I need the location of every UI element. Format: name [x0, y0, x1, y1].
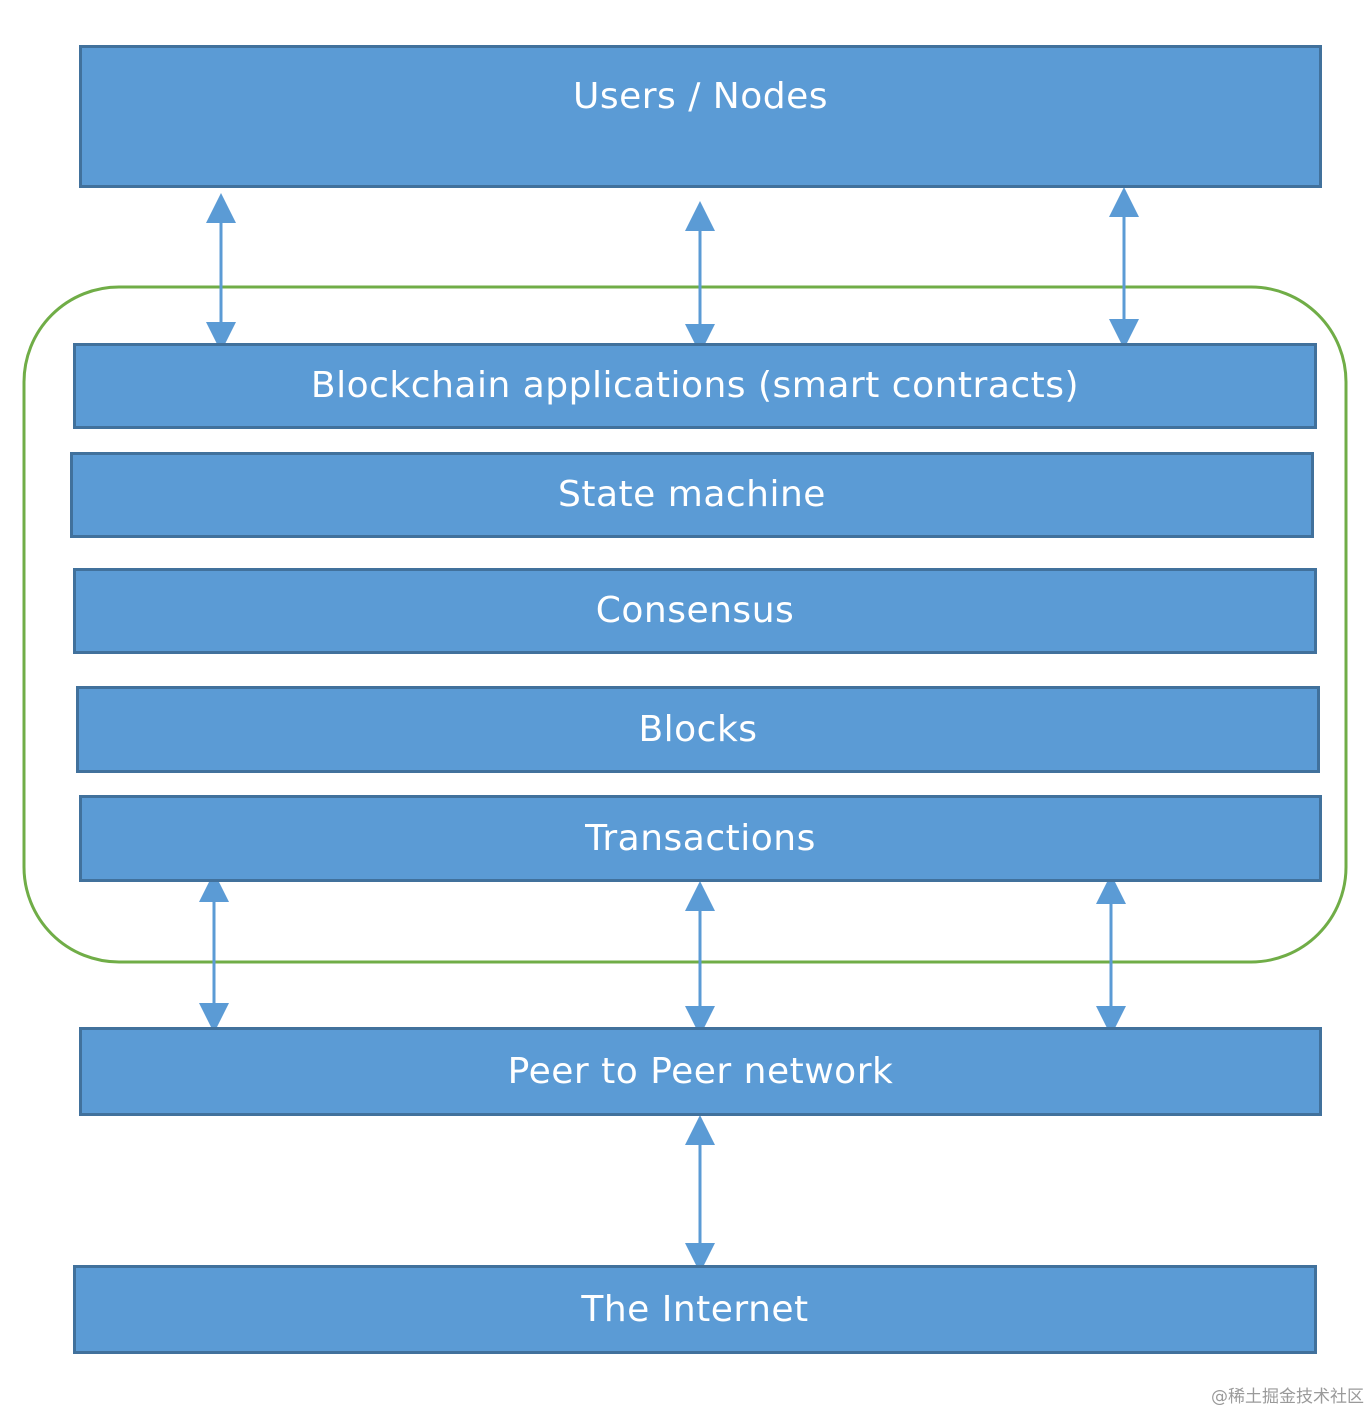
consensus-label: Consensus: [595, 590, 795, 631]
transactions-layer: Transactions: [79, 795, 1322, 882]
state-machine-layer: State machine: [70, 452, 1314, 538]
blockchain-applications-layer: Blockchain applications (smart contracts…: [73, 343, 1317, 429]
users-nodes-label: Users / Nodes: [572, 76, 829, 117]
blocks-label: Blocks: [638, 708, 758, 750]
blockchain-applications-label: Blockchain applications (smart contracts…: [310, 365, 1080, 406]
watermark: @稀土掘金技术社区: [1211, 1387, 1364, 1407]
blocks-layer: Blocks: [76, 686, 1320, 773]
state-machine-label: State machine: [558, 474, 826, 515]
peer-to-peer-network-layer: Peer to Peer network: [79, 1027, 1322, 1116]
peer-to-peer-network-label: Peer to Peer network: [507, 1050, 894, 1092]
the-internet-layer: The Internet: [73, 1265, 1317, 1354]
users-nodes-layer: Users / Nodes: [79, 45, 1322, 188]
transactions-label: Transactions: [585, 817, 816, 859]
consensus-layer: Consensus: [73, 568, 1317, 654]
the-internet-label: The Internet: [581, 1288, 809, 1330]
